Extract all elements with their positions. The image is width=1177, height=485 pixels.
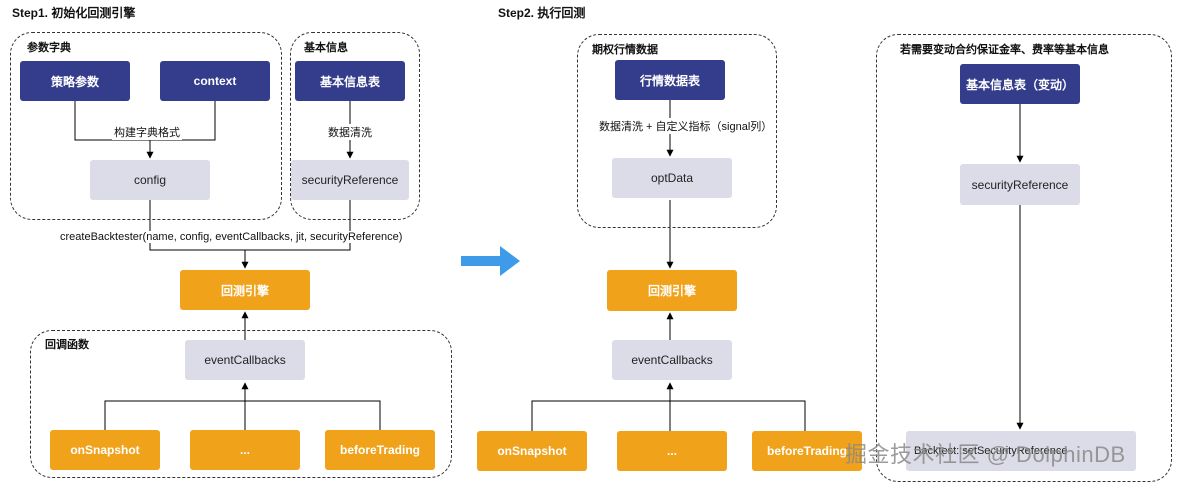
basic-info-table-node[interactable]: 基本信息表 bbox=[295, 61, 405, 101]
ellipsis-node-2[interactable]: ... bbox=[617, 431, 727, 471]
create-backtester-label: createBacktester(name, config, eventCall… bbox=[58, 231, 405, 243]
security-reference-node[interactable]: securityReference bbox=[291, 160, 409, 200]
before-trading-node[interactable]: beforeTrading bbox=[325, 430, 435, 470]
market-data-table-node[interactable]: 行情数据表 bbox=[615, 60, 725, 100]
on-snapshot-node[interactable]: onSnapshot bbox=[50, 430, 160, 470]
clean-signal-label: 数据清洗 + 自定义指标（signal列） bbox=[597, 118, 775, 134]
opt-data-node[interactable]: optData bbox=[612, 158, 732, 198]
step2-title: Step2. 执行回测 bbox=[498, 6, 586, 20]
callbacks-group bbox=[30, 330, 452, 478]
basic-info-group bbox=[290, 32, 420, 220]
edge-config-to-engine bbox=[149, 200, 249, 269]
backtest-engine-node[interactable]: 回测引擎 bbox=[180, 270, 310, 310]
backtest-engine-node-2[interactable]: 回测引擎 bbox=[607, 270, 737, 311]
edge-callbacks2-merge bbox=[531, 400, 806, 431]
edge-context-to-config bbox=[150, 101, 216, 141]
param-dict-label: 参数字典 bbox=[27, 42, 71, 54]
build-dict-label: 构建字典格式 bbox=[112, 124, 182, 140]
change-info-group bbox=[876, 34, 1172, 482]
changed-info-table-node[interactable]: 基本信息表（变动） bbox=[960, 64, 1080, 104]
on-snapshot-node-2[interactable]: onSnapshot bbox=[477, 431, 587, 471]
strategy-params-node[interactable]: 策略参数 bbox=[20, 61, 130, 101]
basic-info-label: 基本信息 bbox=[304, 42, 348, 54]
watermark: 掘金技术社区 @ DolphinDB bbox=[845, 442, 1126, 467]
step1-title: Step1. 初始化回测引擎 bbox=[12, 6, 136, 20]
market-data-group bbox=[577, 34, 777, 228]
callbacks-label: 回调函数 bbox=[45, 339, 89, 351]
before-trading-node-2[interactable]: beforeTrading bbox=[752, 431, 862, 471]
context-node[interactable]: context bbox=[160, 61, 270, 101]
edge-callbacks-merge bbox=[104, 400, 381, 430]
step-arrow bbox=[461, 246, 520, 276]
event-callbacks-node[interactable]: eventCallbacks bbox=[185, 340, 305, 380]
param-dict-group bbox=[10, 32, 282, 220]
security-reference-node-2[interactable]: securityReference bbox=[960, 164, 1080, 205]
ellipsis-node[interactable]: ... bbox=[190, 430, 300, 470]
set-security-reference-node[interactable]: Backtest::setSecurityReference bbox=[906, 431, 1136, 471]
edge-params-to-config bbox=[74, 101, 154, 159]
market-data-label: 期权行情数据 bbox=[592, 44, 658, 56]
change-info-label: 若需要变动合约保证金率、费率等基本信息 bbox=[900, 44, 1109, 56]
config-node[interactable]: config bbox=[90, 160, 210, 200]
event-callbacks-node-2[interactable]: eventCallbacks bbox=[612, 340, 732, 380]
edge-secref-to-engine bbox=[245, 200, 351, 251]
data-clean-label: 数据清洗 bbox=[326, 124, 374, 140]
